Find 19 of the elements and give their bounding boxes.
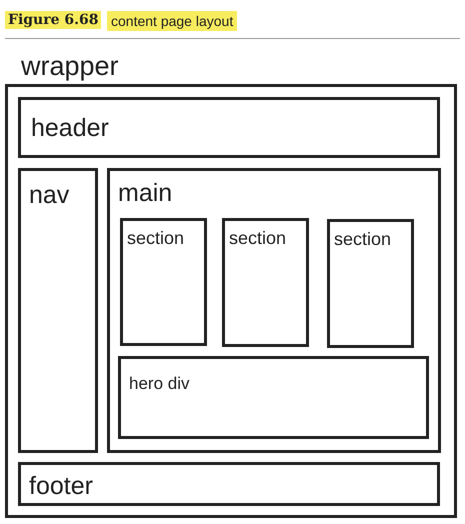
- section-box: [120, 218, 207, 346]
- region-label: section: [334, 230, 392, 248]
- region-label: footer: [29, 474, 93, 499]
- region-label: section: [127, 229, 184, 247]
- section-box: [222, 218, 309, 347]
- hero-box: [118, 356, 429, 439]
- figure-number: Figure 6.68: [5, 11, 102, 29]
- header-box: [18, 97, 440, 158]
- region-label: nav: [29, 183, 70, 208]
- region-label: hero div: [129, 375, 190, 392]
- figure-caption: content page layout: [107, 11, 238, 31]
- section-box: [327, 219, 414, 348]
- region-label: main: [118, 181, 172, 206]
- region-label: wrapper: [21, 53, 119, 80]
- region-label: header: [31, 116, 109, 141]
- region-label: section: [229, 229, 286, 247]
- nav-box: [18, 168, 98, 453]
- footer-box: [18, 462, 440, 506]
- main-box: [107, 168, 441, 453]
